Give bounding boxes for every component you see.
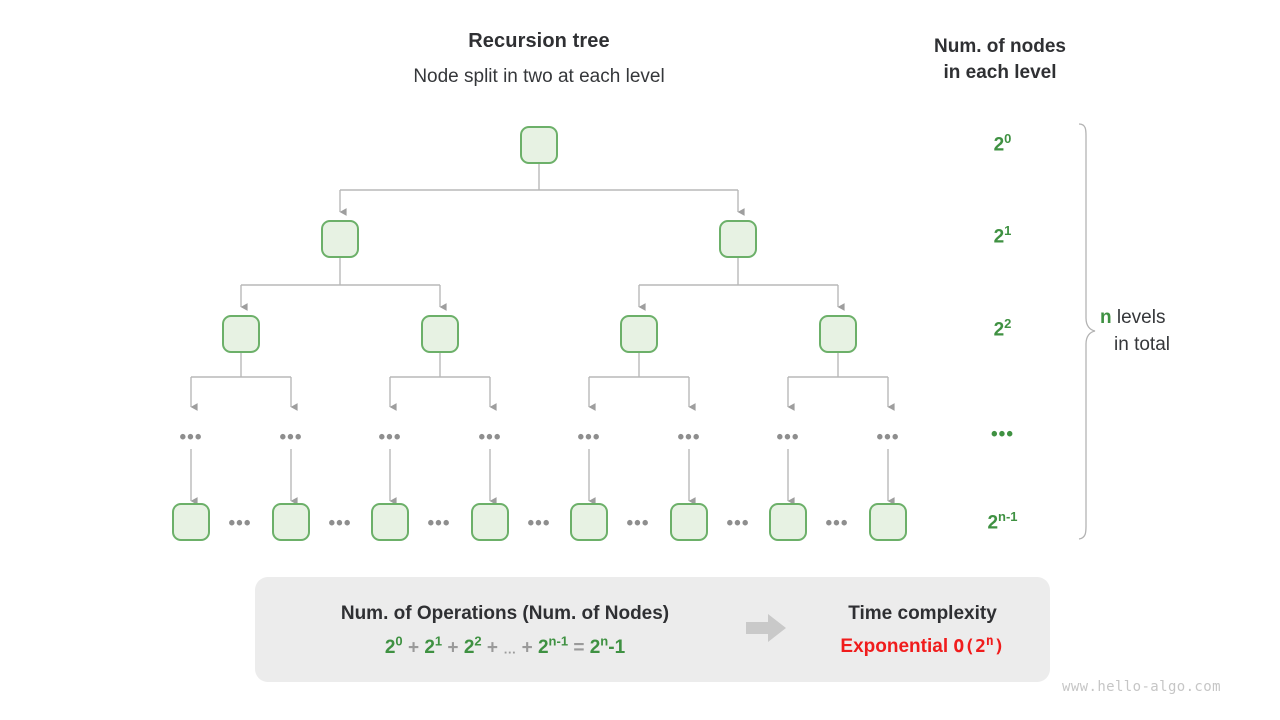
formula-op-2: +: [447, 637, 459, 659]
level-count-label-2: 22: [950, 316, 1055, 341]
tree-node: [570, 503, 608, 541]
operations-section: Num. of Operations (Num. of Nodes) 20 + …: [275, 603, 735, 659]
node-gap-ellipsis: •••: [328, 513, 352, 534]
tree-node: [222, 315, 260, 353]
complexity-value: Exponential: [840, 636, 949, 657]
tree-node: [719, 220, 757, 258]
level-count-exp: 2: [1004, 316, 1012, 331]
tree-node: [670, 503, 708, 541]
level-ellipsis: •••: [478, 427, 502, 448]
total-levels-word: levels: [1116, 307, 1166, 328]
implies-arrow-icon: [744, 611, 788, 652]
tree-node: [471, 503, 509, 541]
level-count-label-last: 2n-1: [950, 509, 1055, 534]
formula-equals: =: [573, 637, 585, 659]
node-gap-ellipsis: •••: [825, 513, 849, 534]
tree-node: [620, 315, 658, 353]
count-column-title: Num. of nodes in each level: [880, 34, 1120, 86]
tree-node: [769, 503, 807, 541]
formula-op-3: +: [486, 637, 499, 659]
complexity-title: Time complexity: [848, 603, 997, 624]
operations-title: Num. of Operations (Num. of Nodes): [340, 603, 670, 624]
tree-node: [321, 220, 359, 258]
node-gap-ellipsis: •••: [427, 513, 451, 534]
complexity-section: Time complexity Exponential O(2n): [805, 603, 1040, 658]
level-count-exp: 0: [1004, 131, 1012, 146]
level-ellipsis: •••: [677, 427, 701, 448]
page-title: Recursion tree: [468, 30, 610, 52]
level-count-exp: 1: [1004, 223, 1012, 238]
page-subtitle: Node split in two at each level: [413, 66, 665, 87]
complexity-big-o: O(2n): [953, 634, 1005, 657]
level-ellipsis: •••: [876, 427, 900, 448]
level-ellipsis: •••: [577, 427, 601, 448]
formula-op-4: +: [521, 637, 533, 659]
node-gap-ellipsis: •••: [527, 513, 551, 534]
level-ellipsis: •••: [378, 427, 402, 448]
level-count-exp: n-1: [998, 509, 1018, 524]
levels-brace: [1078, 123, 1096, 540]
level-count-base: 2: [993, 134, 1005, 156]
level-ellipsis: •••: [776, 427, 800, 448]
total-levels-label: n levels in total: [1100, 304, 1260, 358]
total-levels-line1: n levels: [1100, 304, 1260, 331]
formula-ellipsis: …: [503, 641, 517, 657]
formula-term-2: 21: [424, 634, 443, 659]
summary-panel: [255, 577, 1050, 682]
level-ellipsis: •••: [179, 427, 203, 448]
formula-op-1: +: [407, 637, 420, 659]
tree-node: [172, 503, 210, 541]
count-column-title-line2: in each level: [943, 62, 1057, 83]
tree-node: [819, 315, 857, 353]
formula-term-1: 20: [384, 634, 403, 659]
tree-node: [371, 503, 409, 541]
formula-result: 2n-1: [589, 634, 626, 659]
formula-term-3: 22: [463, 634, 482, 659]
node-gap-ellipsis: •••: [626, 513, 650, 534]
complexity-value-row: Exponential O(2n): [805, 634, 1040, 658]
level-count-label-ellipsis: •••: [991, 424, 1014, 445]
formula-term-4: 2n-1: [537, 634, 569, 659]
count-column-title-line1: Num. of nodes: [934, 36, 1066, 57]
watermark: www.hello-algo.com: [1062, 679, 1221, 695]
level-count-label-1: 21: [950, 223, 1055, 248]
total-levels-n: n: [1100, 307, 1112, 328]
operations-formula: 20 + 21 + 22 + … + 2n-1 = 2n-1: [275, 634, 735, 659]
level-ellipsis: •••: [279, 427, 303, 448]
level-count-base: 2: [987, 512, 999, 534]
node-gap-ellipsis: •••: [726, 513, 750, 534]
node-gap-ellipsis: •••: [228, 513, 252, 534]
tree-node: [421, 315, 459, 353]
level-count-base: 2: [993, 319, 1005, 341]
tree-node: [520, 126, 558, 164]
level-count-label-0: 20: [950, 131, 1055, 156]
tree-node: [272, 503, 310, 541]
level-count-base: 2: [993, 226, 1005, 248]
total-levels-line2: in total: [1114, 334, 1170, 355]
tree-node: [869, 503, 907, 541]
